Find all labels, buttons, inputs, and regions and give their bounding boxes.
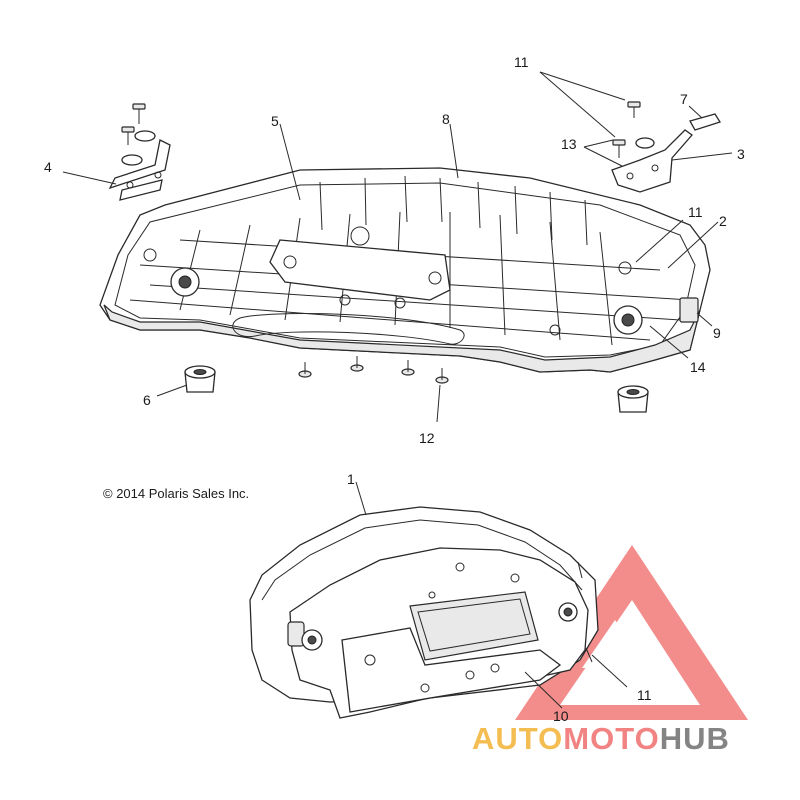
left-screws [121, 103, 156, 166]
grommet-right [617, 385, 649, 413]
wordmark-moto: MOTO [563, 721, 659, 756]
callout-3: 3 [737, 146, 745, 162]
automotohub-wordmark: AUTOMOTOHUB [472, 721, 730, 756]
callout-6: 6 [143, 392, 151, 408]
screw-row [298, 356, 449, 384]
callout-7: 7 [680, 91, 688, 107]
right-screws [612, 101, 655, 158]
callout-14: 14 [690, 359, 706, 375]
automotohub-logo [515, 545, 748, 720]
copyright-notice: © 2014 Polaris Sales Inc. [103, 486, 249, 501]
callout-11-top: 11 [514, 54, 529, 70]
callout-4: 4 [44, 159, 52, 175]
right-bracket [611, 113, 721, 193]
wordmark-auto: AUTO [472, 721, 563, 756]
left-bracket [108, 139, 171, 201]
callout-5: 5 [271, 113, 279, 129]
callout-11-bottom: 11 [637, 687, 652, 703]
callout-8: 8 [442, 111, 450, 127]
wordmark-hub: HUB [660, 721, 730, 756]
callout-1: 1 [347, 471, 355, 487]
instrument-cluster [249, 506, 599, 719]
callout-11-mid: 11 [688, 204, 703, 220]
callout-10: 10 [553, 708, 569, 724]
callout-2: 2 [719, 213, 727, 229]
housing-tray [99, 167, 711, 373]
callout-13: 13 [561, 136, 577, 152]
callout-labels: 1 2 3 4 5 6 7 8 9 10 11 11 11 12 13 14 [44, 54, 745, 724]
grommet-left [184, 365, 216, 393]
back-wall-fins [319, 175, 588, 246]
callout-9: 9 [713, 325, 721, 341]
callout-12: 12 [419, 430, 435, 446]
leader-lines [62, 71, 733, 709]
